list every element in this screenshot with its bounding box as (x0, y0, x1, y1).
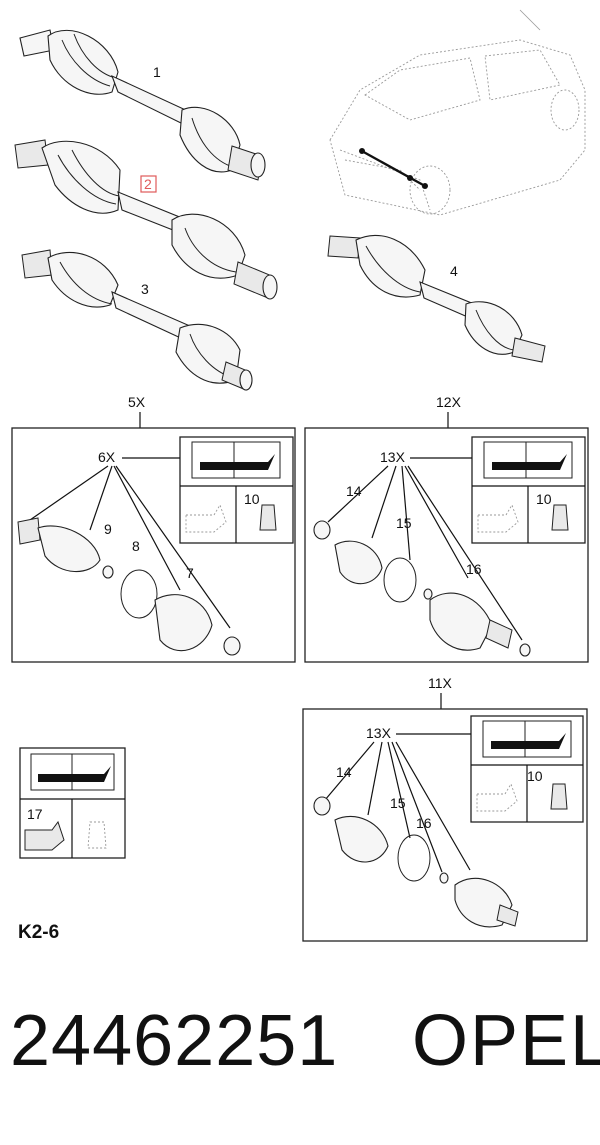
adhesive-tube-icon (550, 783, 568, 810)
drive-shaft-1[interactable] (19, 29, 266, 181)
callout-2[interactable]: 2 (144, 176, 152, 192)
adhesive-tube-icon (87, 821, 107, 849)
callout-4: 4 (450, 263, 458, 279)
service-manual-wrench-icon (30, 753, 115, 791)
kit-parts-11x[interactable] (313, 796, 519, 928)
callout-12x: 12X (436, 394, 462, 410)
kit-box-11x[interactable] (302, 708, 588, 942)
callout-14a: 14 (346, 483, 362, 499)
callout-15b: 15 (390, 795, 406, 811)
parts-diagram: 1 2 3 (11, 9, 589, 942)
drive-shaft-3[interactable] (21, 249, 253, 391)
callout-16a: 16 (466, 561, 482, 577)
service-manual-wrench-icon (483, 441, 573, 479)
lubricant-can-icon (24, 820, 65, 851)
drive-shaft-4[interactable] (327, 234, 546, 363)
service-manual-wrench-icon (191, 441, 281, 479)
manual-tool-box-17[interactable] (19, 747, 126, 859)
service-manual-wrench-icon (482, 720, 572, 758)
callout-14b: 14 (336, 764, 352, 780)
lubricant-can-icon (185, 503, 227, 533)
callout-10c: 10 (527, 768, 543, 784)
lubricant-can-icon (477, 503, 519, 533)
brand-name: OPEL (412, 1001, 600, 1081)
callout-5x: 5X (128, 394, 146, 410)
part-number: 24462251 (10, 1001, 339, 1081)
manual-tool-box-5x (179, 436, 294, 544)
callout-2-highlight-box (140, 175, 157, 193)
callout-10b: 10 (536, 491, 552, 507)
kit-parts-5x[interactable] (17, 517, 241, 656)
callout-11x: 11X (428, 675, 453, 691)
callout-6x: 6X (98, 449, 116, 465)
callout-7: 7 (186, 565, 194, 581)
kit-box-12x[interactable] (304, 427, 589, 663)
manual-tool-box-11x (470, 715, 584, 823)
callout-10a: 10 (244, 491, 260, 507)
manual-tool-box-12x (471, 436, 586, 544)
vehicle-illustration (329, 9, 586, 216)
callout-16b: 16 (416, 815, 432, 831)
lubricant-can-icon (476, 782, 518, 812)
callout-3: 3 (141, 281, 149, 297)
kit-parts-12x[interactable] (313, 520, 531, 657)
reference-code: K2-6 (18, 922, 60, 943)
adhesive-tube-icon (259, 504, 277, 531)
callout-9: 9 (104, 521, 112, 537)
adhesive-tube-icon (551, 504, 569, 531)
callout-13xb: 13X (366, 725, 392, 741)
callout-15a: 15 (396, 515, 412, 531)
callout-17: 17 (27, 806, 43, 822)
kit-box-5x[interactable] (11, 427, 296, 663)
drive-shaft-2[interactable] (14, 139, 278, 300)
callout-8: 8 (132, 538, 140, 554)
callout-13xa: 13X (380, 449, 406, 465)
callout-1: 1 (153, 64, 161, 80)
